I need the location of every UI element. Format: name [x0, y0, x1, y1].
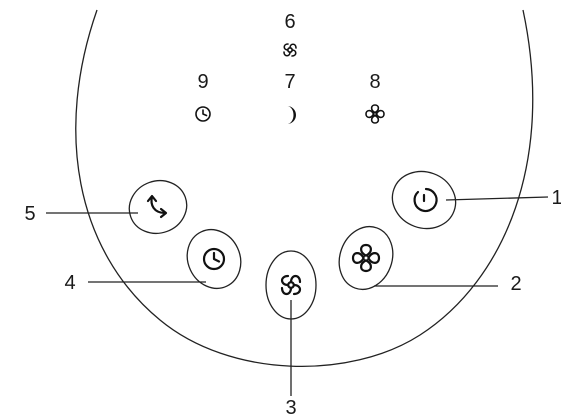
- label-8: 8: [369, 71, 380, 93]
- label-6: 6: [284, 11, 295, 33]
- power-button[interactable]: [384, 163, 463, 238]
- timer-indicator-icon: [195, 106, 211, 122]
- clock-icon: [202, 247, 226, 271]
- mode-indicator-icon: [283, 43, 297, 57]
- label-9: 9: [197, 71, 208, 93]
- speed-indicator-icon: [365, 104, 385, 124]
- fan-speed-button[interactable]: [331, 219, 402, 297]
- label-4: 4: [64, 272, 75, 294]
- label-7: 7: [284, 71, 295, 93]
- oscillation-arrow-icon: [146, 194, 168, 219]
- label-3: 3: [285, 397, 296, 418]
- oscillation-button[interactable]: [122, 173, 194, 242]
- label-1: 1: [551, 187, 561, 209]
- leader-line-1: [445, 196, 549, 201]
- label-5: 5: [24, 203, 35, 225]
- panel-outline: [75, 9, 534, 368]
- sleep-indicator-icon: [287, 106, 296, 124]
- fan-icon: [351, 243, 381, 273]
- swirl-mode-icon: [280, 274, 302, 296]
- label-2: 2: [510, 273, 521, 295]
- timer-button[interactable]: [178, 221, 250, 297]
- power-timer-icon: [413, 187, 438, 213]
